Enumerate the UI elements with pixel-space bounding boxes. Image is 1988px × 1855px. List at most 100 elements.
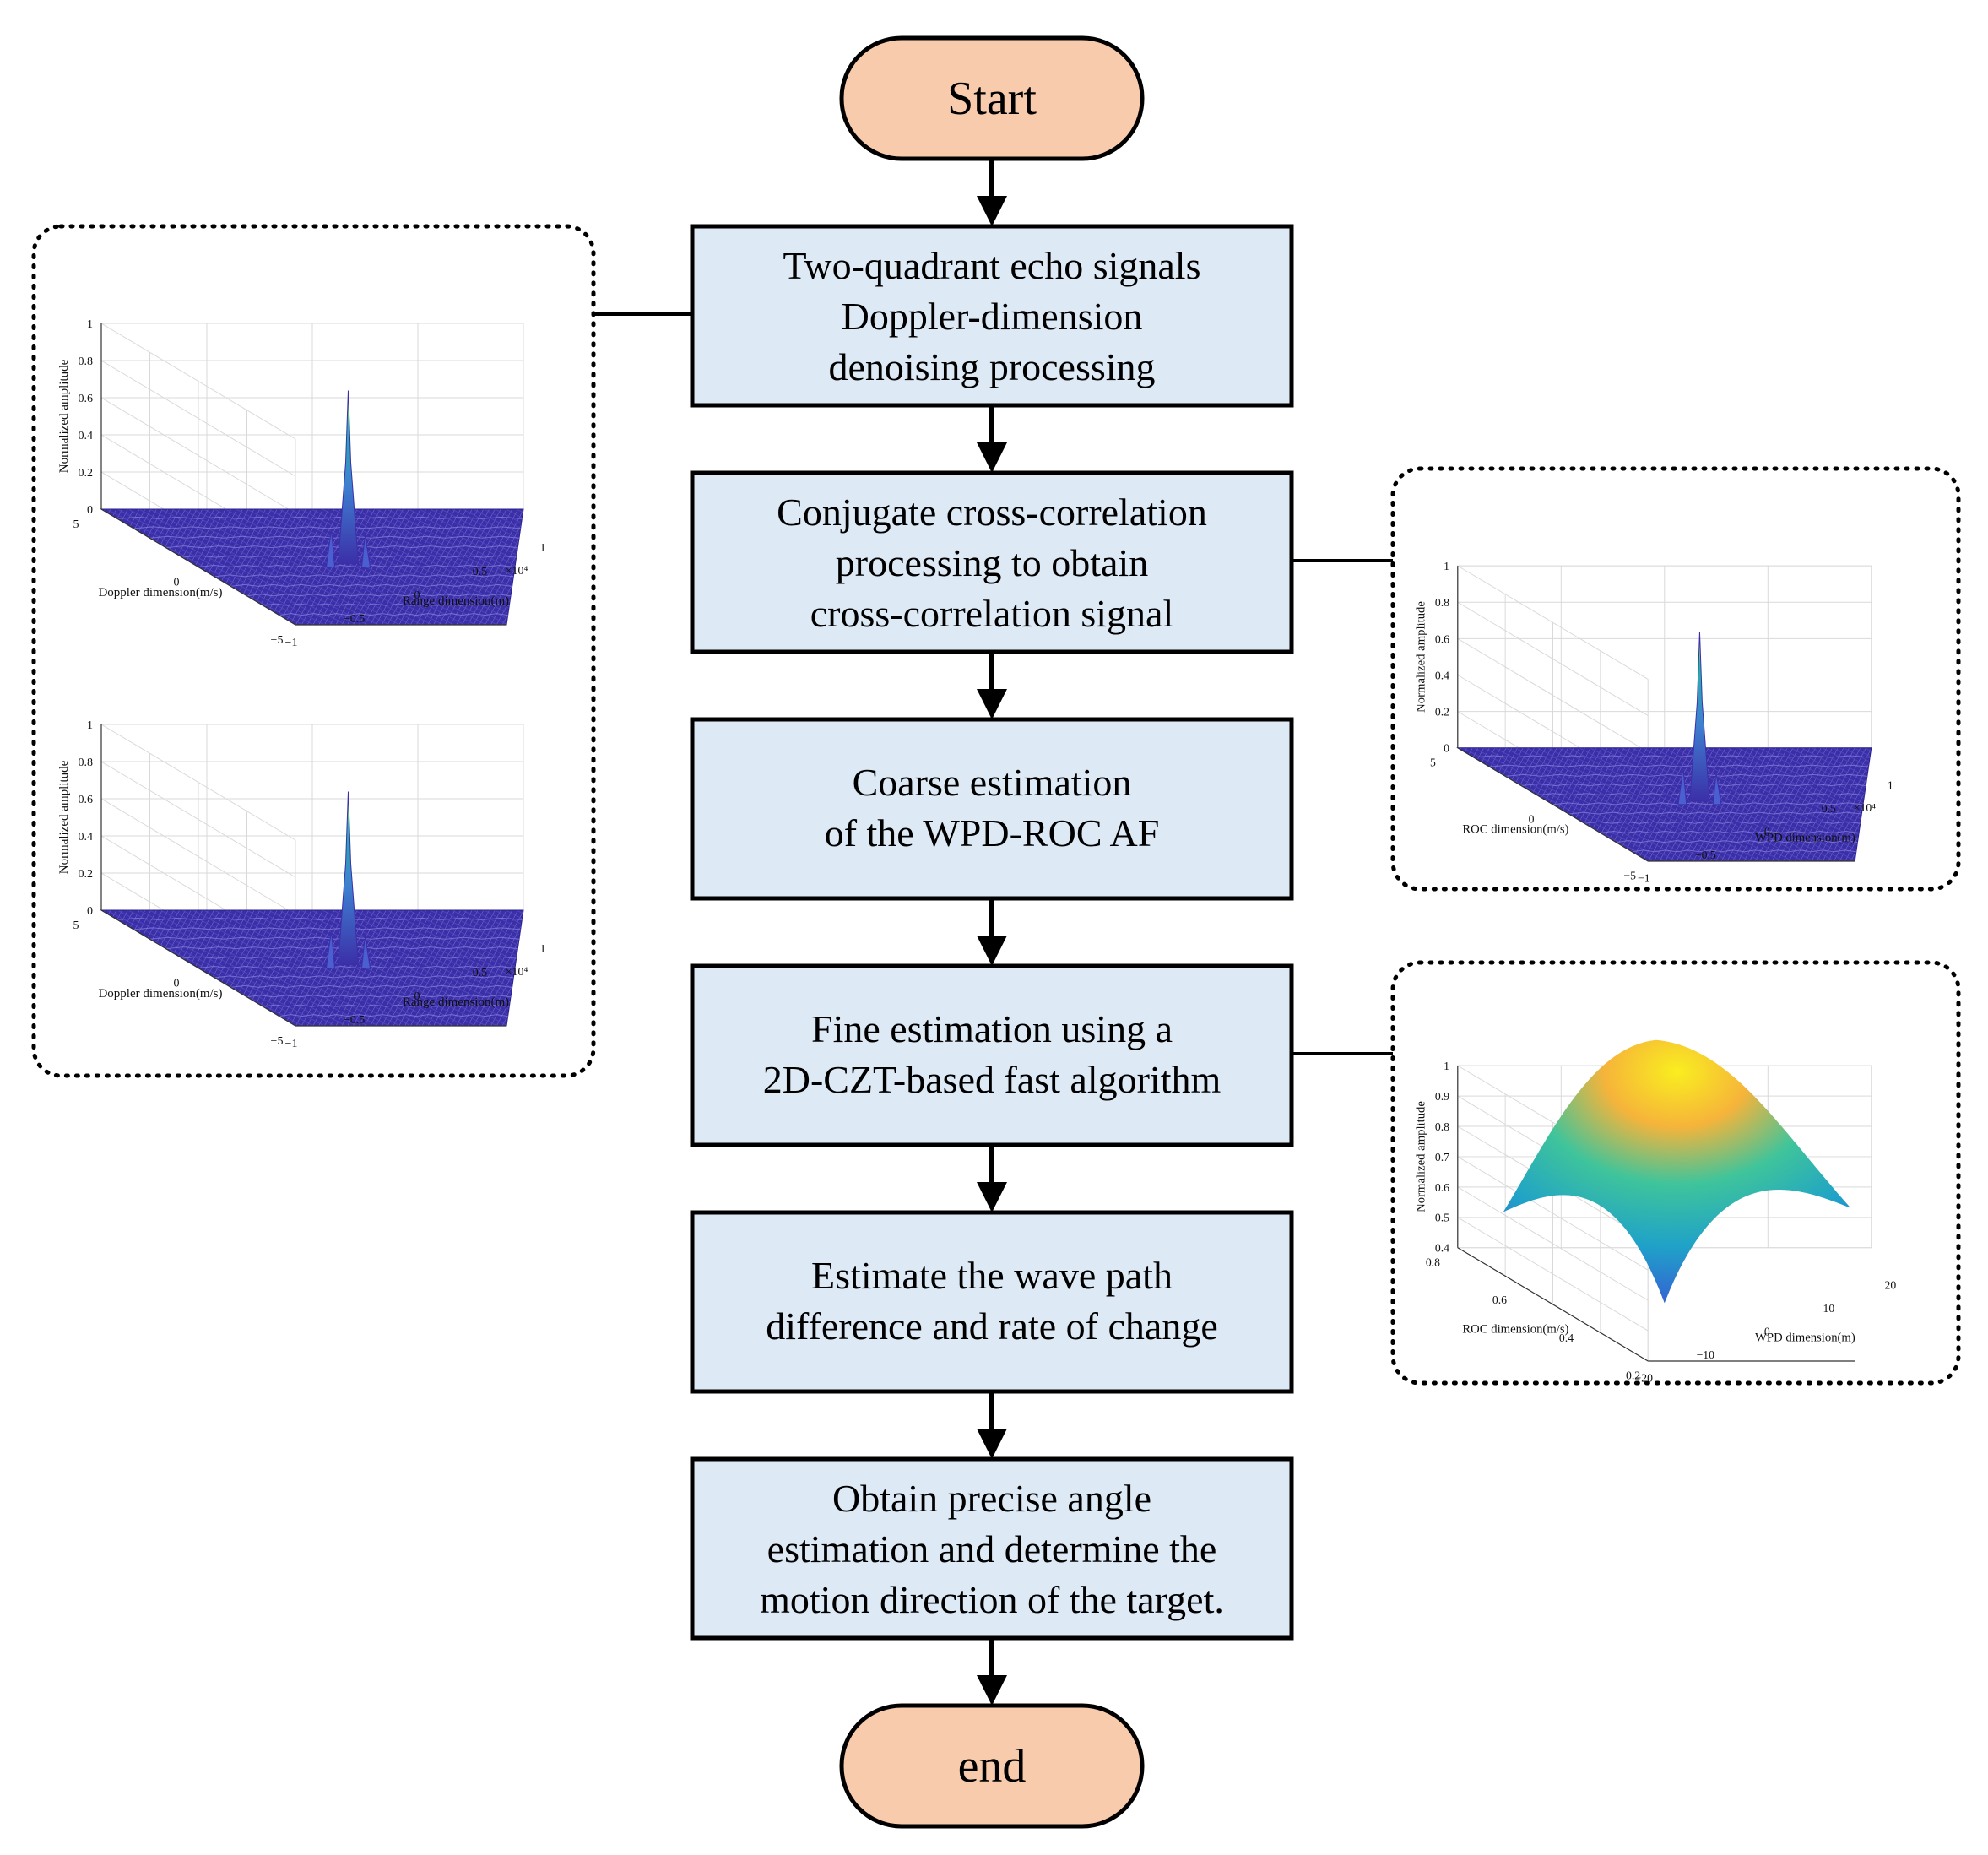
x-tick-label: 1 bbox=[540, 943, 546, 956]
step-1-line-1: Two-quadrant echo signals bbox=[783, 244, 1201, 287]
x-tick-labels: −20 −10 0 10 20 bbox=[1635, 1279, 1897, 1385]
step-1-line-3: denoising processing bbox=[828, 345, 1155, 388]
x-axis-exponent: ×10⁴ bbox=[506, 565, 528, 578]
z-axis-title: Normalized amplitude bbox=[1415, 1101, 1428, 1212]
z-tick-label: 1 bbox=[87, 318, 93, 331]
x-tick-label: −20 bbox=[1635, 1372, 1654, 1385]
axis-lines bbox=[1457, 566, 1855, 862]
plot-left-top: 00.20.40.60.8150−5−1−0.500.51×10⁴Normali… bbox=[57, 318, 546, 649]
z-tick-labels: 00.20.40.60.81 bbox=[1435, 560, 1449, 755]
process-box bbox=[690, 963, 1294, 1147]
y-tick-label: 0.2 bbox=[1626, 1370, 1640, 1382]
process-step-4: Fine estimation using a 2D-CZT-based fas… bbox=[690, 963, 1294, 1147]
step-2-line-3: cross-correlation signal bbox=[810, 592, 1173, 635]
inset-connectors bbox=[593, 312, 1393, 1055]
x-tick-label: 0 bbox=[1764, 826, 1770, 838]
x-tick-label: 10 bbox=[1823, 1302, 1834, 1315]
step-6-line-1: Obtain precise angle bbox=[832, 1477, 1151, 1520]
process-box bbox=[690, 717, 1294, 901]
x-tick-label: −0.5 bbox=[1695, 849, 1716, 861]
process-box bbox=[690, 470, 1294, 654]
z-tick-label: 0.8 bbox=[79, 757, 94, 769]
y-tick-label: −5 bbox=[271, 634, 284, 647]
end-shape bbox=[839, 1703, 1145, 1829]
z-tick-label: 0.4 bbox=[79, 430, 94, 442]
z-tick-label: 0.4 bbox=[1435, 1242, 1449, 1255]
z-tick-labels: 00.20.40.60.81 bbox=[79, 719, 94, 918]
z-tick-label: 0.4 bbox=[79, 831, 94, 843]
x-axis-exponent: ×10⁴ bbox=[506, 966, 528, 979]
peak-spike bbox=[337, 390, 360, 564]
z-tick-label: 0.9 bbox=[1435, 1090, 1449, 1103]
z-tick-label: 0.7 bbox=[1435, 1151, 1449, 1163]
axis-lines bbox=[100, 323, 506, 626]
z-axis-title: Normalized amplitude bbox=[1415, 601, 1428, 713]
z-tick-label: 0.5 bbox=[1435, 1212, 1449, 1224]
arrowhead bbox=[977, 196, 1007, 226]
step-6-line-2: estimation and determine the bbox=[767, 1527, 1217, 1570]
x-tick-label: −1 bbox=[1638, 872, 1650, 885]
arrowheads bbox=[977, 196, 1007, 1706]
axis-lines bbox=[100, 724, 506, 1027]
arrowhead bbox=[977, 1429, 1007, 1459]
side-lobe bbox=[360, 936, 371, 968]
z-tick-label: 0 bbox=[1444, 742, 1449, 755]
step-2-line-1: Conjugate cross-correlation bbox=[777, 491, 1207, 534]
x-axis-exponent: ×10⁴ bbox=[1854, 801, 1876, 814]
start-label: Start bbox=[947, 73, 1037, 125]
step-3-line-1: Coarse estimation bbox=[853, 761, 1132, 804]
z-tick-label: 1 bbox=[1444, 560, 1449, 572]
y-tick-labels: 50−5 bbox=[73, 518, 284, 647]
y-tick-label: 5 bbox=[1430, 756, 1436, 768]
process-box bbox=[690, 1210, 1294, 1394]
step-5-line-2: difference and rate of change bbox=[766, 1304, 1218, 1348]
step-1-line-2: Doppler-dimension bbox=[842, 295, 1143, 338]
x-tick-label: 0.5 bbox=[473, 967, 488, 979]
process-box bbox=[690, 224, 1294, 408]
x-axis-title: Range dimension(m) bbox=[403, 995, 509, 1009]
arrowhead bbox=[977, 442, 1007, 473]
x-tick-label: −10 bbox=[1697, 1348, 1715, 1361]
y-axis-title: Doppler dimension(m/s) bbox=[98, 987, 222, 1001]
y-tick-label: 0.4 bbox=[1559, 1332, 1574, 1344]
z-tick-labels: 0.40.50.60.70.80.91 bbox=[1435, 1060, 1449, 1255]
step-2-line-2: processing to obtain bbox=[836, 541, 1149, 584]
y-tick-label: 0.6 bbox=[1492, 1294, 1507, 1306]
y-axis-title: ROC dimension(m/s) bbox=[1462, 1323, 1568, 1337]
side-lobe bbox=[325, 930, 336, 968]
process-step-2: Conjugate cross-correlation processing t… bbox=[690, 470, 1294, 654]
x-tick-label: 20 bbox=[1884, 1279, 1896, 1292]
y-tick-label: −5 bbox=[1623, 870, 1636, 882]
process-step-3: Coarse estimation of the WPD-ROC AF bbox=[690, 717, 1294, 901]
z-tick-label: 0.2 bbox=[79, 868, 94, 881]
process-step-1: Two-quadrant echo signals Doppler-dimens… bbox=[690, 224, 1294, 408]
x-tick-labels: −1−0.500.51 bbox=[285, 542, 546, 649]
side-lobe bbox=[325, 529, 336, 567]
z-tick-label: 0.6 bbox=[79, 794, 94, 806]
axis-lines bbox=[1457, 1066, 1855, 1362]
process-step-5: Estimate the wave path difference and ra… bbox=[690, 1210, 1294, 1394]
peak-spike bbox=[1689, 632, 1710, 802]
y-tick-labels: 5 0 −5 bbox=[73, 919, 284, 1048]
x-tick-label: −0.5 bbox=[344, 613, 365, 626]
x-tick-label: 0.5 bbox=[473, 566, 488, 578]
x-tick-label: −0.5 bbox=[344, 1014, 365, 1027]
y-tick-label: 0 bbox=[174, 978, 180, 990]
y-tick-label: 5 bbox=[73, 518, 79, 531]
x-tick-label: 0 bbox=[1764, 1326, 1770, 1338]
start-terminal: Start bbox=[839, 35, 1145, 161]
y-tick-label: −5 bbox=[271, 1035, 284, 1048]
z-tick-label: 0.6 bbox=[79, 393, 94, 405]
x-tick-label: 0.5 bbox=[1822, 802, 1836, 815]
y-tick-label: 5 bbox=[73, 919, 79, 932]
x-tick-label: 0 bbox=[414, 589, 420, 602]
x-axis-title: WPD dimension(m) bbox=[1755, 1331, 1855, 1344]
z-axis-title: Normalized amplitude bbox=[57, 359, 71, 473]
start-shape bbox=[839, 35, 1145, 161]
x-tick-label: 0 bbox=[414, 990, 420, 1003]
plot-right-top: 00.20.40.60.8150−5−1−0.500.51×10⁴Normali… bbox=[1415, 560, 1893, 884]
arrowhead bbox=[977, 1182, 1007, 1212]
left-inset-frame bbox=[31, 224, 596, 1078]
x-tick-label: −1 bbox=[285, 637, 298, 649]
